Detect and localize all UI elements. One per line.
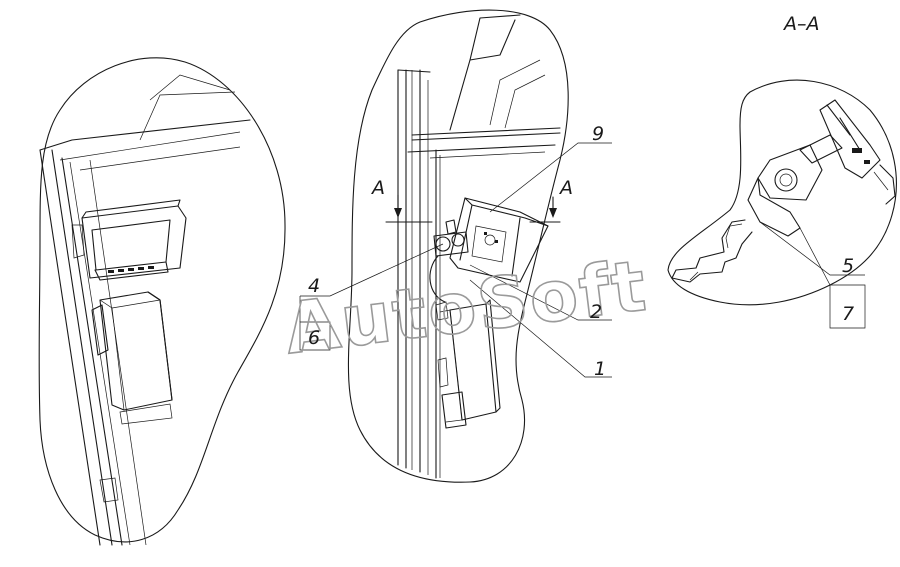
right-detail-outline — [667, 79, 897, 306]
leader-9 — [489, 142, 612, 213]
section-cut-markers — [385, 194, 561, 223]
callout-9: 9 — [592, 123, 604, 145]
leader-1 — [469, 279, 612, 378]
control-box-center — [435, 299, 501, 429]
camera-assembly-center — [433, 197, 549, 283]
left-detail-view — [38, 57, 286, 546]
callout-4: 4 — [308, 275, 320, 297]
section-title: A–A — [782, 13, 820, 35]
right-section-view — [667, 79, 897, 329]
leader-2 — [469, 264, 612, 321]
monitor-left — [71, 199, 187, 281]
leader-7 — [799, 227, 831, 286]
control-box-left — [91, 291, 173, 425]
section-marker-right: A — [558, 177, 573, 199]
callout-2: 2 — [590, 301, 602, 323]
leader-4 — [300, 243, 444, 297]
cable-center — [429, 255, 446, 303]
left-detail-outline — [38, 57, 286, 543]
callout-7: 7 — [842, 303, 854, 325]
door-profile — [671, 219, 753, 283]
section-marker-left: A — [370, 177, 385, 199]
callout-5: 5 — [842, 255, 854, 277]
center-main-view — [299, 9, 612, 483]
callout-1: 1 — [594, 358, 606, 380]
leader-5 — [759, 221, 865, 276]
callout-6: 6 — [308, 327, 320, 349]
bracket-section — [747, 99, 896, 237]
